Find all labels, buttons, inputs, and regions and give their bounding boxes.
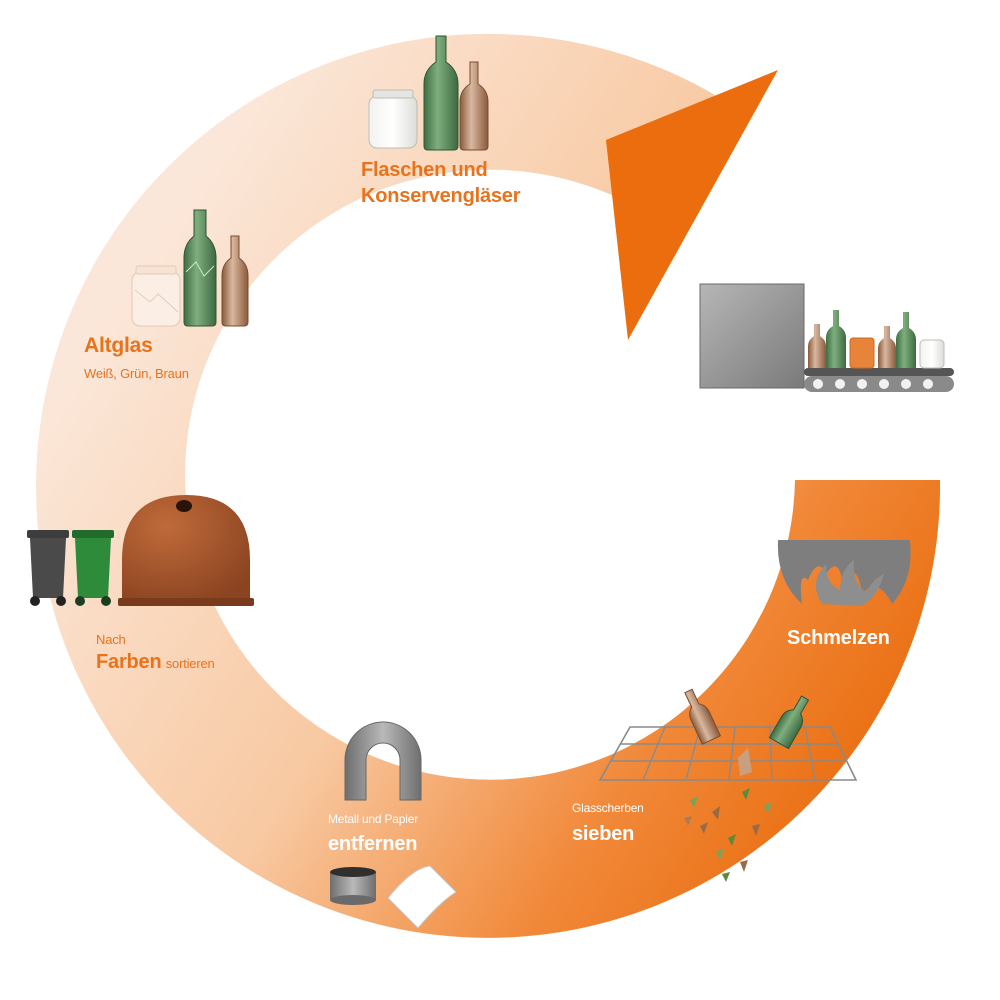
- green-bottle-icon: [183, 209, 217, 327]
- green-bottle-icon: [768, 695, 810, 750]
- brown-bottle-icon: [459, 61, 489, 151]
- melt-label: Schmelzen: [787, 627, 890, 649]
- product-label: Endprodukt: [778, 407, 889, 429]
- brown-bottle-icon: [878, 326, 896, 368]
- jar-icon: [131, 265, 181, 327]
- magnet-icon: [344, 721, 422, 801]
- bottles-label-line1: Flaschen und: [361, 159, 488, 181]
- green-bottle-icon: [826, 310, 846, 368]
- brown-bottle-icon: [808, 324, 826, 368]
- metal-can-icon: [330, 867, 376, 905]
- paper-icon: [387, 865, 457, 929]
- sieve-label-line1: Glasscherben: [572, 801, 644, 815]
- brown-bottle-icon: [684, 688, 722, 745]
- glass-shards-icon: [738, 748, 752, 776]
- jar-icon: [919, 339, 945, 369]
- remove-label-word: entfernen: [328, 833, 418, 855]
- furnace-flame-icon: [777, 540, 911, 606]
- sieve-label-word: sieben: [572, 823, 635, 845]
- waste-bin-icon: [72, 530, 114, 606]
- glass-shards-icon: [684, 788, 772, 882]
- green-bottle-icon: [423, 35, 459, 151]
- conveyor-belt-icon: [804, 368, 954, 392]
- glass-container-icon: [118, 495, 254, 606]
- cycle-arrow-head: [606, 70, 778, 340]
- waste-bin-icon: [27, 530, 69, 606]
- brown-bottle-icon: [221, 235, 249, 327]
- remove-label-line1: Metall und Papier: [328, 812, 418, 826]
- jar-icon: [849, 337, 875, 369]
- bottles-label-line2: Konservengläser: [361, 185, 521, 207]
- sort-label-pre: Nach: [96, 632, 126, 647]
- sort-label-post: sortieren: [165, 656, 215, 671]
- cycle-ring: [36, 33, 941, 938]
- machine-box-icon: [699, 283, 805, 389]
- sort-label-word: Farben: [96, 651, 162, 673]
- altglas-subtitle: Weiß, Grün, Braun: [84, 366, 189, 381]
- sieve-grid-icon: [598, 726, 858, 781]
- jar-icon: [368, 89, 418, 149]
- green-bottle-icon: [896, 312, 916, 368]
- altglas-title: Altglas: [84, 334, 153, 357]
- sort-label: Farben sortieren: [96, 650, 215, 676]
